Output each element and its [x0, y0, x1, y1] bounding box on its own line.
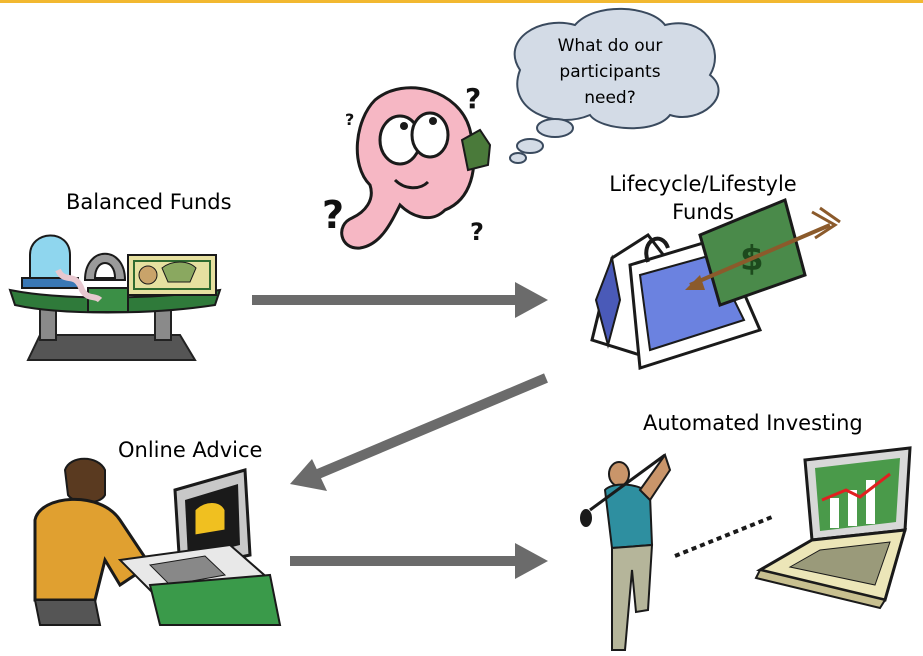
- balance-scale-icon: [8, 287, 222, 361]
- thought-bubble-line: need?: [584, 88, 636, 108]
- confused-person-head-icon: [340, 86, 492, 250]
- banknote-icon: [127, 254, 217, 296]
- balanced-funds-label: Balanced Funds: [66, 190, 232, 214]
- golfer-icon: [580, 452, 672, 651]
- glass-jar-icon: [21, 234, 79, 289]
- question-mark-icon: ?: [345, 110, 354, 129]
- laptop-chart-icon: [754, 446, 912, 610]
- top-accent-rule: [0, 0, 923, 3]
- arrow-dart-icon: [685, 206, 841, 290]
- flow-arrow-online-advice-to-automated: [290, 543, 548, 579]
- flow-arrow-balanced-to-lifecycle: [252, 282, 548, 318]
- computer-monitor-icon: [117, 468, 282, 626]
- thought-bubble-text: What do our participants need?: [535, 33, 685, 111]
- online-advice-label: Online Advice: [118, 438, 263, 462]
- question-mark-icon: ?: [470, 218, 484, 246]
- lifecycle-label-line: Lifecycle/Lifestyle: [609, 172, 797, 196]
- automated-investing-label: Automated Investing: [643, 411, 863, 435]
- thought-bubble-line: participants: [559, 62, 661, 82]
- question-mark-icon: ?: [465, 82, 481, 115]
- lifecycle-funds-label: Lifecycle/Lifestyle Funds: [608, 170, 798, 226]
- flow-arrow-lifecycle-to-online-advice: [290, 373, 548, 491]
- ticker-machine-icon: [55, 252, 127, 303]
- lifecycle-label-line: Funds: [672, 200, 734, 224]
- question-mark-icon: ?: [322, 193, 344, 237]
- wireless-link-line: [674, 515, 773, 558]
- person-at-computer-icon: [33, 457, 153, 626]
- thought-bubble: [509, 7, 720, 164]
- thought-bubble-line: What do our: [557, 36, 663, 56]
